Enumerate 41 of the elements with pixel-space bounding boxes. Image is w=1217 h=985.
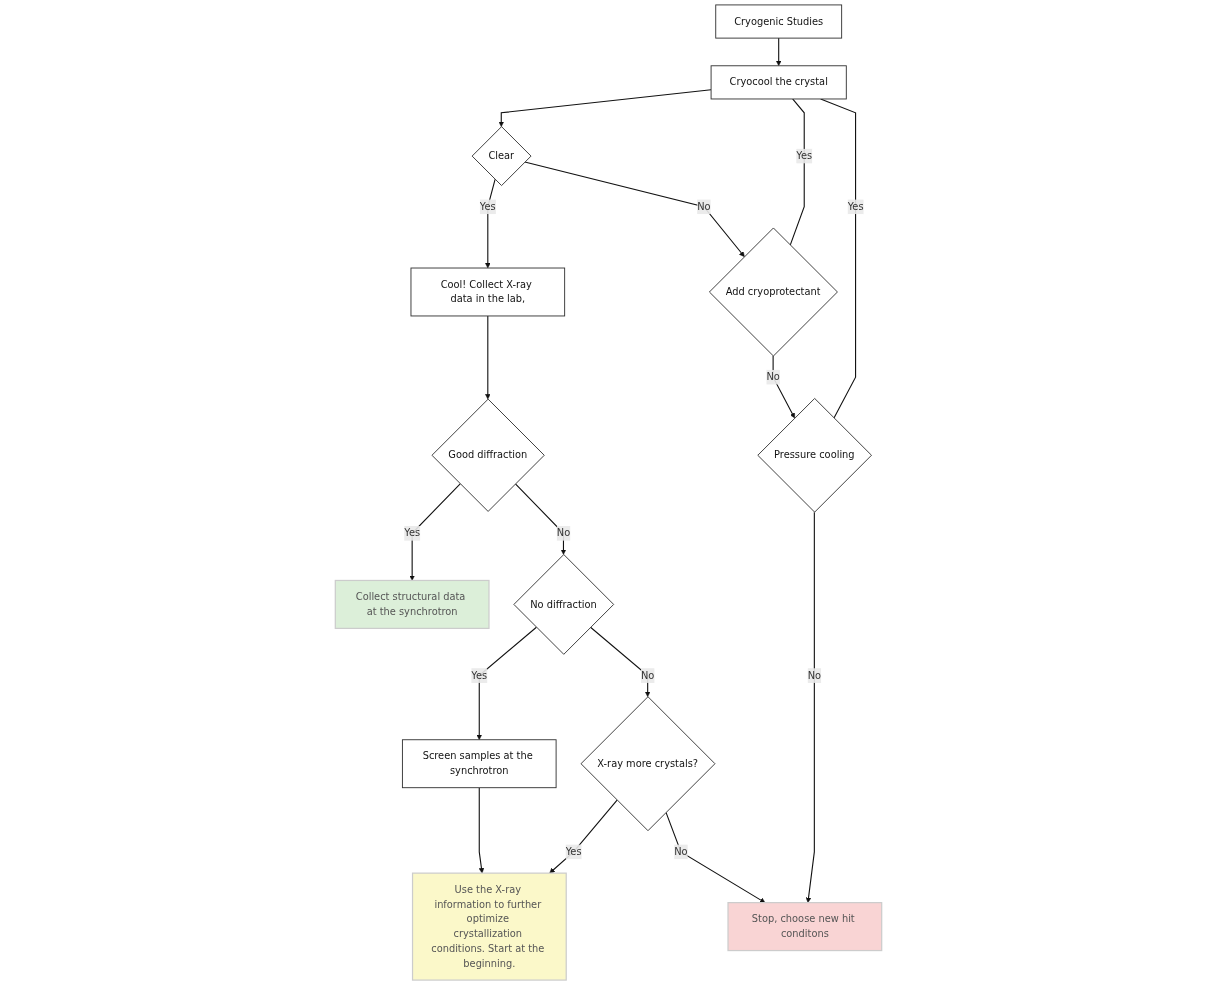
edge-label: No — [640, 669, 655, 682]
arrow — [772, 355, 795, 419]
node-diamond: Pressure cooling — [757, 397, 872, 513]
edge-label: Yes — [847, 200, 864, 213]
edge-label: No — [807, 669, 822, 682]
arrow — [524, 161, 745, 257]
edge-label: Yes — [471, 669, 488, 682]
node-diamond: Add cryoprotectant — [708, 227, 838, 357]
node-diamond: Clear — [471, 126, 532, 186]
arrow — [776, 37, 782, 66]
edge-label: Yes — [565, 845, 582, 858]
edge-label: Yes — [479, 200, 496, 213]
edge-label: Yes — [796, 149, 813, 162]
arrow — [478, 787, 485, 874]
node-box: Cryocool the crystal — [710, 65, 847, 100]
node-box: Screen samples at the synchrotron — [401, 739, 557, 789]
node-diamond: Good diffraction — [431, 398, 545, 512]
arrow — [514, 483, 567, 555]
node-box: Collect structural data at the synchrotron — [334, 579, 490, 629]
arrow — [665, 811, 766, 903]
edge-label: No — [766, 371, 780, 383]
arrow — [485, 315, 491, 400]
node-diamond: X-ray more crystals? — [580, 696, 716, 832]
edge-label: No — [674, 845, 688, 858]
edge-label: No — [556, 527, 571, 539]
edge-label: Yes — [404, 527, 421, 539]
node-diamond: No diffraction — [513, 554, 615, 655]
node-box: Cool! Collect X-ray data in the lab, — [410, 267, 566, 317]
connector — [789, 98, 805, 246]
arrow — [409, 483, 461, 581]
arrow — [485, 178, 496, 269]
arrow — [549, 799, 618, 874]
edge-label: No — [697, 200, 711, 213]
arrow — [498, 89, 712, 127]
node-box: Use the X-ray information to further optimize crystallization conditions. Start at the beginning. — [411, 872, 567, 981]
arrow — [476, 626, 537, 740]
arrow — [805, 511, 815, 903]
node-box: Stop, choose new hit conditons — [727, 902, 883, 952]
arrow — [589, 626, 651, 697]
connector — [820, 98, 857, 419]
node-box: Cryogenic Studies — [715, 4, 843, 39]
